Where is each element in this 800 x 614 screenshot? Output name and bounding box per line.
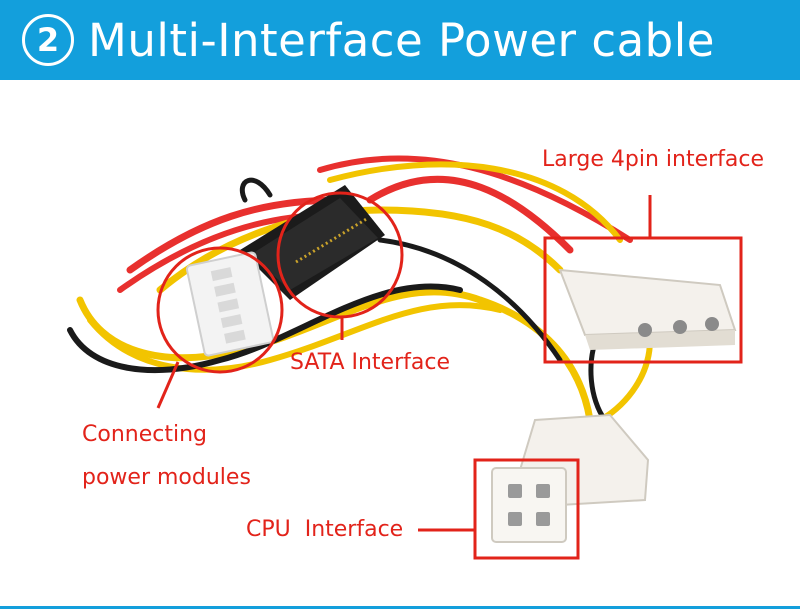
module-leader-line — [156, 361, 180, 409]
cpu-highlight-box — [473, 458, 580, 560]
title-banner: 2 Multi-Interface Power cable — [0, 0, 800, 80]
power-cable-photo — [67, 155, 743, 560]
module-highlight-circle — [156, 246, 284, 374]
sata-highlight-circle — [276, 191, 404, 319]
page-title: Multi-Interface Power cable — [88, 13, 715, 67]
step-number-badge: 2 — [22, 14, 74, 66]
sata-connector — [240, 185, 385, 300]
annotation-marks — [156, 191, 743, 560]
connecting-label-line2: power modules — [82, 465, 251, 490]
connecting-label-line1: Connecting — [82, 422, 207, 447]
module-connector — [185, 251, 275, 357]
molex-highlight-box — [543, 236, 743, 364]
bottom-divider — [0, 606, 800, 609]
cpu-connector — [491, 413, 650, 543]
large-4pin-label: Large 4pin interface — [542, 147, 765, 172]
cpu-label: CPU Interface — [246, 517, 404, 542]
sata-label: SATA Interface — [290, 350, 450, 375]
molex-connector — [558, 268, 737, 350]
